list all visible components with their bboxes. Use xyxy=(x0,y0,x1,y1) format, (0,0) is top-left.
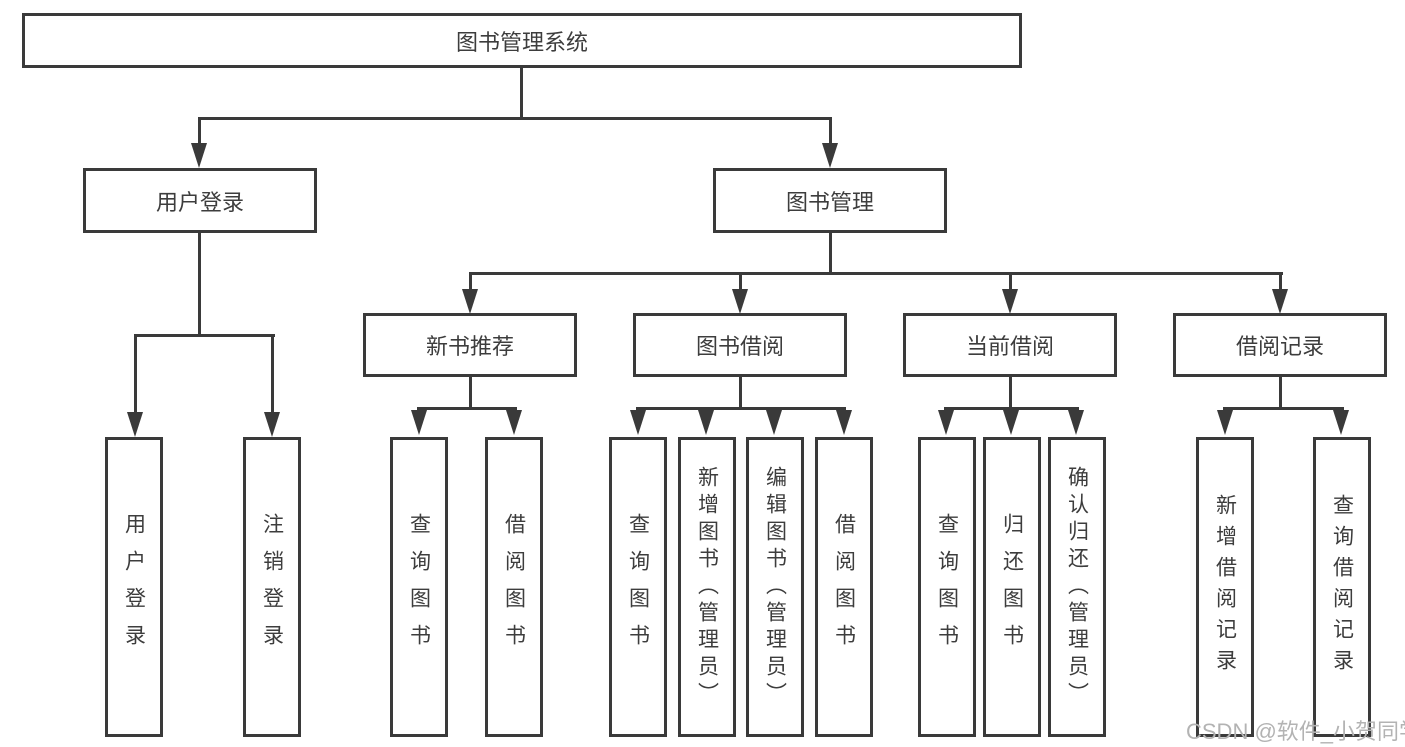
connector-line xyxy=(134,334,275,337)
node-borrowing-records: 借阅记录 xyxy=(1173,313,1387,377)
node-label: 当前借阅 xyxy=(965,334,1054,359)
arrow-down-icon xyxy=(506,410,522,435)
leaf-label: 用户登录 xyxy=(122,513,146,661)
arrow-down-icon xyxy=(822,143,838,168)
arrow-down-icon xyxy=(1002,289,1018,314)
leaf-label: 借阅图书 xyxy=(832,513,856,661)
leaf-user-login: 用户登录 xyxy=(105,437,163,737)
connector-line xyxy=(198,233,201,336)
connector-line xyxy=(469,377,472,410)
leaf-edit-books-admin: 编辑图书（管理员） xyxy=(746,437,804,737)
leaf-logout: 注销登录 xyxy=(243,437,301,737)
leaf-label: 编辑图书（管理员） xyxy=(763,465,787,709)
arrow-down-icon xyxy=(698,410,714,435)
node-book-management: 图书管理 xyxy=(713,168,947,233)
node-root: 图书管理系统 xyxy=(22,13,1022,68)
node-label: 新书推荐 xyxy=(425,334,514,359)
leaf-confirm-return-admin: 确认归还（管理员） xyxy=(1048,437,1106,737)
leaf-label: 查询图书 xyxy=(935,513,959,661)
leaf-add-borrow-record: 新增借阅记录 xyxy=(1196,437,1254,737)
connector-line xyxy=(636,407,846,410)
arrow-down-icon xyxy=(1003,410,1019,435)
arrow-down-icon xyxy=(836,410,852,435)
arrow-down-icon xyxy=(938,410,954,435)
arrow-down-icon xyxy=(1272,289,1288,314)
arrow-down-icon xyxy=(264,412,280,437)
arrow-down-icon xyxy=(411,410,427,435)
node-current-borrowing: 当前借阅 xyxy=(903,313,1117,377)
leaf-label: 新增图书（管理员） xyxy=(695,465,719,709)
arrow-down-icon xyxy=(127,412,143,437)
node-label: 用户登录 xyxy=(155,189,244,215)
leaf-query-books-3: 查询图书 xyxy=(918,437,976,737)
connector-line xyxy=(198,117,832,120)
leaf-label: 借阅图书 xyxy=(502,513,526,661)
leaf-label: 归还图书 xyxy=(1000,513,1024,661)
arrow-down-icon xyxy=(1068,410,1084,435)
connector-line xyxy=(1223,407,1344,410)
node-label: 借阅记录 xyxy=(1235,334,1324,359)
node-label: 图书管理 xyxy=(785,189,874,215)
arrow-down-icon xyxy=(1217,410,1233,435)
arrow-down-icon xyxy=(630,410,646,435)
leaf-borrow-books-2: 借阅图书 xyxy=(815,437,873,737)
leaf-label: 查询图书 xyxy=(626,513,650,661)
node-user-login: 用户登录 xyxy=(83,168,317,233)
connector-line xyxy=(1279,377,1282,410)
connector-line xyxy=(739,377,742,410)
connector-line xyxy=(198,117,201,145)
leaf-borrow-books-1: 借阅图书 xyxy=(485,437,543,737)
csdn-watermark: CSDN @软件_小贺同学 xyxy=(1186,719,1405,744)
arrow-down-icon xyxy=(462,289,478,314)
connector-line xyxy=(739,272,742,291)
connector-line xyxy=(1009,377,1012,410)
node-label: 图书借阅 xyxy=(695,334,784,359)
leaf-return-books: 归还图书 xyxy=(983,437,1041,737)
leaf-label: 查询借阅记录 xyxy=(1330,494,1354,680)
connector-line xyxy=(1279,272,1282,291)
connector-line xyxy=(417,407,517,410)
connector-line xyxy=(829,117,832,145)
connector-line xyxy=(469,272,472,291)
leaf-query-borrow-record: 查询借阅记录 xyxy=(1313,437,1371,737)
leaf-label: 新增借阅记录 xyxy=(1213,494,1237,680)
connector-line xyxy=(944,407,1079,410)
leaf-label: 确认归还（管理员） xyxy=(1065,465,1089,709)
leaf-label: 查询图书 xyxy=(407,513,431,661)
leaf-label: 注销登录 xyxy=(260,513,284,661)
node-root-label: 图书管理系统 xyxy=(455,29,588,55)
node-book-borrowing: 图书借阅 xyxy=(633,313,847,377)
leaf-query-books-2: 查询图书 xyxy=(609,437,667,737)
connector-line xyxy=(520,68,523,119)
connector-line xyxy=(829,233,832,274)
connector-line xyxy=(271,334,274,414)
connector-line xyxy=(469,272,1283,275)
leaf-add-books-admin: 新增图书（管理员） xyxy=(678,437,736,737)
arrow-down-icon xyxy=(1333,410,1349,435)
arrow-down-icon xyxy=(191,143,207,168)
arrow-down-icon xyxy=(766,410,782,435)
connector-line xyxy=(1009,272,1012,291)
connector-line xyxy=(134,334,137,414)
leaf-query-books-1: 查询图书 xyxy=(390,437,448,737)
node-new-book-recommend: 新书推荐 xyxy=(363,313,577,377)
arrow-down-icon xyxy=(732,289,748,314)
